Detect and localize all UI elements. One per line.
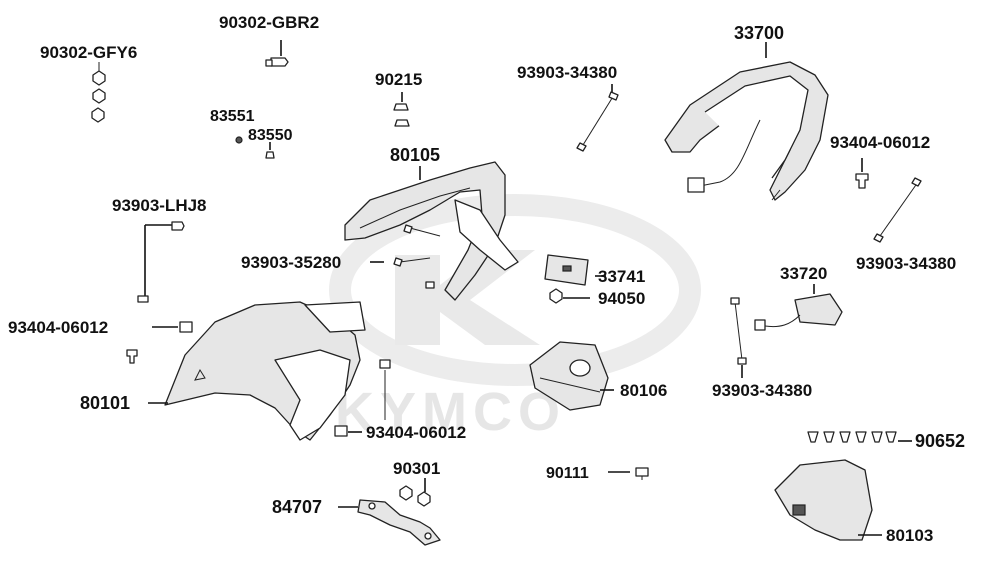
part-80101-rear-fender	[164, 301, 366, 441]
part-33720-license-light	[754, 284, 843, 331]
part-90301-nut	[399, 478, 431, 507]
watermark-text: KYMCO	[335, 382, 566, 442]
part-93903-34380-top	[576, 84, 619, 152]
label-90302-GBR2: 90302-GBR2	[219, 13, 319, 32]
label-94050: 94050	[598, 289, 645, 308]
label-83551: 83551	[210, 108, 255, 125]
part-93404-06012-left	[126, 321, 193, 364]
part-93903-34380-right	[873, 177, 922, 243]
part-90652-clips	[807, 431, 897, 443]
part-84707-bracket	[357, 499, 441, 546]
part-33700-taillight-frame	[664, 42, 829, 201]
label-93404-06012-left: 93404-06012	[8, 318, 108, 337]
label-33720: 33720	[780, 264, 827, 283]
part-labels: 90302-GFY6 90302-GBR2 83551 83550 90215 …	[8, 13, 965, 545]
label-90111: 90111	[546, 465, 589, 482]
label-90301: 90301	[393, 459, 440, 478]
label-93903-35280: 93903-35280	[241, 253, 341, 272]
label-80105: 80105	[390, 145, 440, 165]
label-93404-06012-right: 93404-06012	[830, 133, 930, 152]
label-33741: 33741	[598, 267, 645, 286]
label-90215: 90215	[375, 70, 422, 89]
label-93903-34380-lower: 93903-34380	[712, 381, 812, 400]
part-93903-34380-lower	[730, 297, 747, 365]
part-93404-06012-center	[334, 359, 391, 437]
part-80105-rear-carrier	[344, 161, 519, 301]
label-83550: 83550	[248, 127, 293, 144]
label-80106: 80106	[620, 381, 667, 400]
part-80106-license-box	[529, 341, 609, 411]
leader-lines	[148, 261, 912, 536]
label-90652: 90652	[915, 431, 965, 451]
part-83550	[265, 142, 275, 159]
label-80101: 80101	[80, 393, 130, 413]
part-90302-GBR2	[265, 40, 289, 67]
label-93903-LHJ8: 93903-LHJ8	[112, 196, 207, 215]
label-93903-34380-right: 93903-34380	[856, 254, 956, 273]
part-94050-nut	[549, 288, 563, 304]
label-93404-06012-center: 93404-06012	[366, 423, 466, 442]
part-93903-LHJ8	[137, 221, 185, 303]
part-90111-bolt	[635, 467, 649, 480]
part-80103-inner-panel	[774, 459, 873, 541]
part-93903-35280	[393, 224, 441, 289]
label-80103: 80103	[886, 526, 933, 545]
part-33741-reflector-plate	[544, 254, 589, 286]
part-93404-06012-right	[855, 158, 869, 189]
label-90302-GFY6: 90302-GFY6	[40, 43, 137, 62]
kymco-watermark-logo: KYMCO	[329, 194, 701, 442]
part-90302-GFY6	[91, 62, 106, 123]
label-93903-34380-top: 93903-34380	[517, 63, 617, 82]
label-33700: 33700	[734, 23, 784, 43]
part-90215	[393, 92, 410, 127]
label-84707: 84707	[272, 497, 322, 517]
part-83551	[235, 136, 243, 144]
